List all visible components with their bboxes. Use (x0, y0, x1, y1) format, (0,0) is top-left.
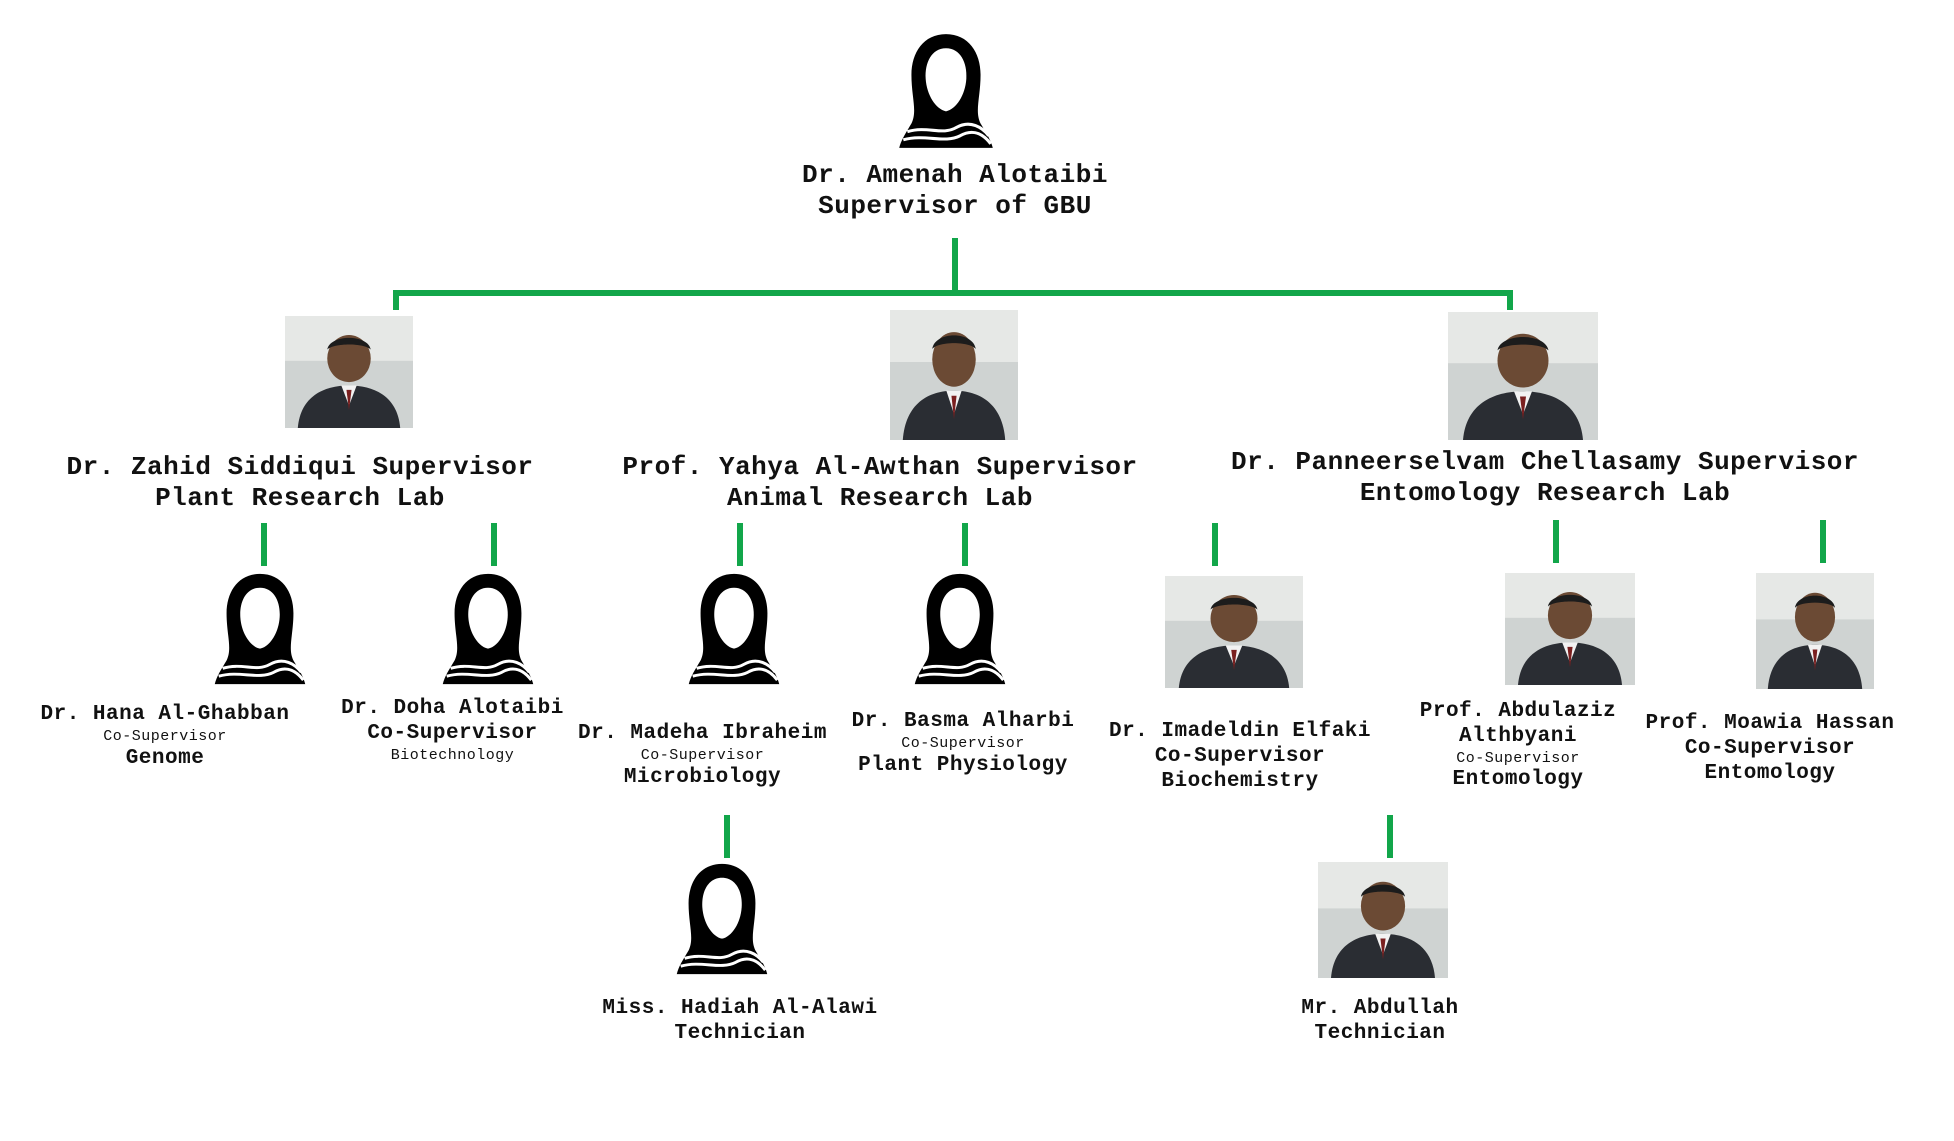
lab-plant-line2: Plant Research Lab (155, 482, 445, 513)
staff-madeha-role: Co-Supervisor (640, 746, 765, 764)
technician-abdullah-name: Mr. Abdullah (1301, 997, 1459, 1020)
lab-animal-line2: Animal Research Lab (727, 482, 1033, 513)
lab-node-entomology: Dr. Panneerselvam Chellasamy Supervisor … (1185, 447, 1905, 508)
staff-node-doha: Dr. Doha Alotaibi Co-Supervisor Biotechn… (320, 697, 585, 765)
staff-hana-role: Co-Supervisor (103, 727, 227, 745)
staff-node-moawia: Prof. Moawia Hassan Co-Supervisor Entomo… (1625, 712, 1915, 786)
staff-imadeldin-role: Co-Supervisor (1154, 744, 1326, 768)
technician-hadiah-role: Technician (674, 1021, 806, 1045)
lab-plant-line1: Dr. Zahid Siddiqui Supervisor (66, 452, 534, 482)
lab-animal-line1: Prof. Yahya Al-Awthan Supervisor (622, 452, 1138, 482)
technician-hadiah-name: Miss. Hadiah Al-Alawi (602, 997, 878, 1020)
staff-doha-area: Biotechnology (390, 746, 515, 764)
lab-supervisor-photo-animal (890, 310, 1018, 440)
staff-basma-area: Plant Physiology (858, 753, 1068, 777)
staff-moawia-role: Co-Supervisor (1684, 736, 1856, 760)
staff-abdulaziz-role: Co-Supervisor (1456, 749, 1580, 767)
staff-moawia-photo (1756, 573, 1874, 689)
staff-node-hana: Dr. Hana Al-Ghabban Co-Supervisor Genome (15, 703, 315, 771)
staff-abdulaziz-photo (1505, 573, 1635, 685)
lab-node-animal: Prof. Yahya Al-Awthan Supervisor Animal … (595, 452, 1165, 513)
staff-basma-role: Co-Supervisor (901, 734, 1025, 752)
technician-abdullah-photo (1318, 862, 1448, 978)
head-name: Dr. Amenah Alotaibi (802, 160, 1108, 190)
staff-abdulaziz-name: Prof. Abdulaziz Althbyani (1419, 700, 1617, 748)
lab-entomology-line1: Dr. Panneerselvam Chellasamy Supervisor (1231, 447, 1859, 477)
lab-entomology-line2: Entomology Research Lab (1359, 477, 1731, 508)
staff-basma-avatar-icon (910, 570, 1010, 688)
staff-abdulaziz-area: Entomology (1452, 768, 1584, 792)
staff-imadeldin-area: Biochemistry (1161, 769, 1319, 793)
staff-node-madeha: Dr. Madeha Ibraheim Co-Supervisor Microb… (560, 722, 845, 790)
lab-supervisor-photo-plant (285, 316, 413, 428)
staff-madeha-name: Dr. Madeha Ibraheim (578, 722, 827, 745)
lab-bar-connector (393, 290, 1513, 310)
staff-imadeldin-name: Dr. Imadeldin Elfaki (1108, 720, 1372, 743)
staff-node-imadeldin: Dr. Imadeldin Elfaki Co-Supervisor Bioch… (1090, 720, 1390, 794)
lab-supervisor-photo-entomology (1448, 312, 1598, 440)
staff-madeha-avatar-icon (684, 570, 784, 688)
head-role: Supervisor of GBU (818, 190, 1092, 221)
staff-hana-name: Dr. Hana Al-Ghabban (40, 703, 290, 726)
technician-node-hadiah: Miss. Hadiah Al-Alawi Technician (570, 997, 910, 1047)
staff-moawia-name: Prof. Moawia Hassan (1645, 712, 1895, 735)
staff-node-abdulaziz: Prof. Abdulaziz Althbyani Co-Supervisor … (1398, 700, 1638, 793)
staff-doha-role: Co-Supervisor (367, 721, 538, 745)
staff-hana-avatar-icon (210, 570, 310, 688)
staff-basma-name: Dr. Basma Alharbi (851, 710, 1075, 733)
staff-madeha-area: Microbiology (623, 765, 782, 789)
head-avatar-icon (894, 30, 998, 152)
staff-doha-name: Dr. Doha Alotaibi (341, 697, 564, 720)
lab-node-plant: Dr. Zahid Siddiqui Supervisor Plant Rese… (0, 452, 600, 513)
staff-hana-area: Genome (125, 746, 205, 770)
technician-node-abdullah: Mr. Abdullah Technician (1240, 997, 1520, 1047)
head-node: Dr. Amenah Alotaibi Supervisor of GBU (755, 160, 1155, 221)
staff-doha-avatar-icon (438, 570, 538, 688)
technician-abdullah-role: Technician (1314, 1021, 1446, 1045)
staff-imadeldin-photo (1165, 576, 1303, 688)
staff-node-basma: Dr. Basma Alharbi Co-Supervisor Plant Ph… (838, 710, 1088, 778)
staff-moawia-area: Entomology (1704, 761, 1836, 785)
technician-hadiah-avatar-icon (672, 860, 772, 978)
